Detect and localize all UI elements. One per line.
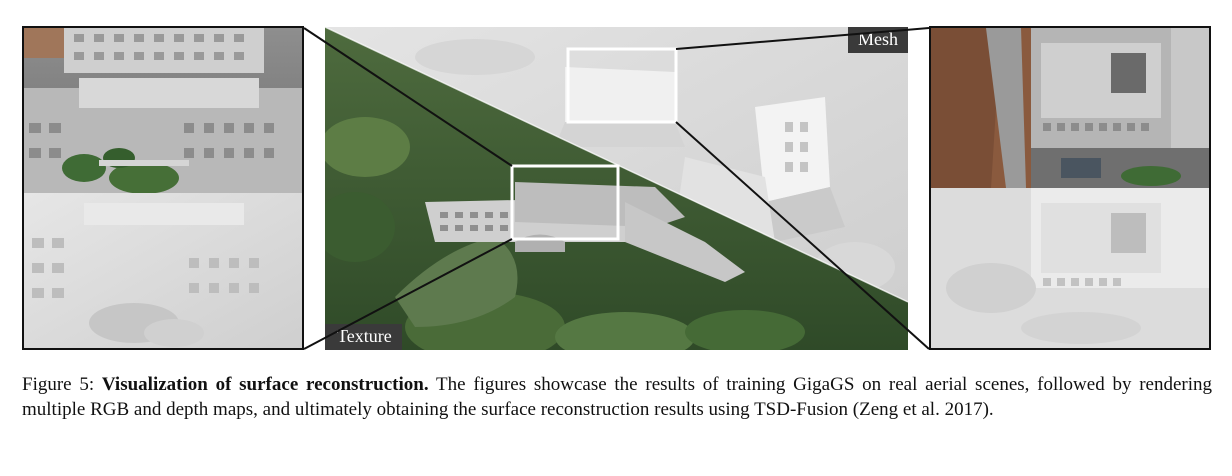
caption-body: The figures showcase the results of trai…	[22, 374, 1212, 420]
caption-title: Visualization of surface reconstruction.	[101, 374, 429, 395]
main-reconstruction-panel: Mesh Texture	[325, 27, 908, 350]
connector-line	[675, 27, 930, 50]
main-reconstruction-image	[325, 27, 908, 350]
figure-number: Figure 5:	[22, 374, 95, 395]
zoom-connector-lines	[303, 27, 930, 350]
figure: Mesh Texture	[22, 26, 1211, 350]
connector-line	[675, 121, 930, 350]
mesh-zoom-box	[566, 47, 678, 124]
texture-zoom-box	[510, 164, 620, 241]
connector-line	[303, 27, 513, 167]
connector-line	[303, 238, 513, 350]
texture-label: Texture	[325, 324, 402, 350]
right-zoom-panel	[929, 26, 1211, 350]
right-zoom-image	[931, 28, 1209, 348]
left-zoom-panel	[22, 26, 304, 350]
left-zoom-image	[24, 28, 302, 348]
figure-caption: Figure 5: Visualization of surface recon…	[22, 372, 1212, 422]
